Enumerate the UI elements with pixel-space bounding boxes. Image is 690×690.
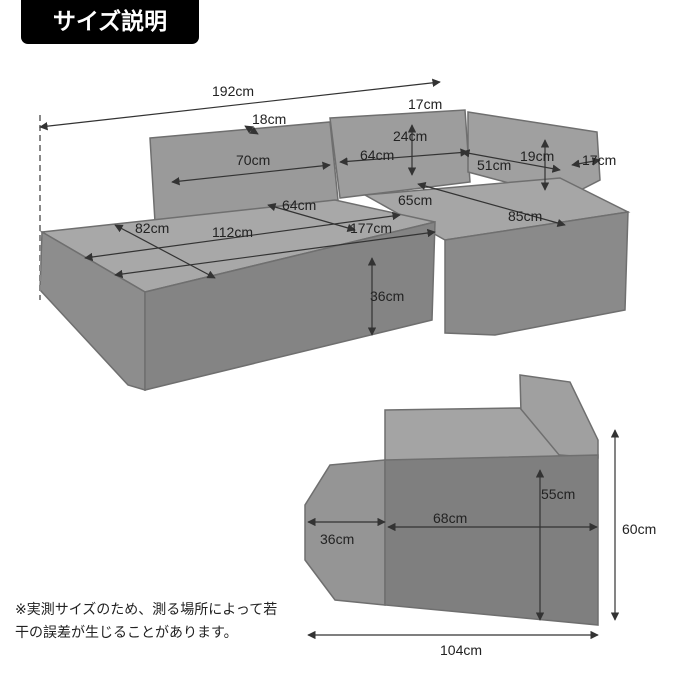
dim-chaise-depth: 85cm <box>508 208 543 224</box>
dim-chaise-length: 177cm <box>350 220 393 236</box>
dim-total-width: 192cm <box>212 83 255 99</box>
dim-arm-depth: 51cm <box>477 157 512 173</box>
side-front <box>384 454 599 626</box>
dim-seat-height: 36cm <box>370 288 405 304</box>
dim-arm-width-top: 17cm <box>408 96 443 112</box>
dim-ottoman-height: 36cm <box>320 531 355 547</box>
dim-back-width-mid: 64cm <box>360 147 395 163</box>
chaise-front <box>444 211 629 336</box>
dim-seat-width-left: 112cm <box>212 224 253 240</box>
measurement-note: ※実測サイズのため、測る場所によって若干の誤差が生じることがあります。 <box>15 602 278 641</box>
dim-side-seat-height: 55cm <box>541 486 576 502</box>
dim-back-width-left: 70cm <box>236 152 271 168</box>
dim-arm-width: 17cm <box>582 152 617 168</box>
dim-arm-height: 19cm <box>520 148 555 164</box>
dim-total-depth: 104cm <box>440 642 483 658</box>
dim-seat-depth-mid: 64cm <box>282 197 317 213</box>
dim-seat-width-right: 65cm <box>398 192 433 208</box>
dim-seat-depth-left: 82cm <box>135 220 170 236</box>
dim-back-height: 24cm <box>393 128 428 144</box>
dim-total-height: 60cm <box>622 521 657 537</box>
bottom-sofa <box>304 374 599 626</box>
dim-side-seat-depth: 68cm <box>433 510 468 526</box>
dim-back-depth: 18cm <box>252 111 287 127</box>
dimension-arrows <box>39 78 620 640</box>
section-title: サイズ説明 <box>21 0 199 44</box>
